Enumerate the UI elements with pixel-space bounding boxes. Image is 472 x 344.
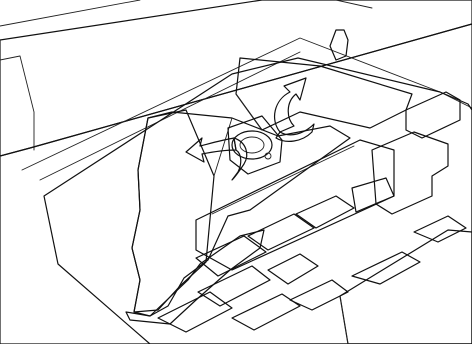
box-body bbox=[0, 24, 472, 344]
protective-bag bbox=[126, 58, 412, 324]
foam-insert bbox=[44, 58, 472, 344]
rotate-arrow-icon bbox=[186, 138, 247, 180]
box-lid-flap bbox=[0, 0, 472, 156]
lift-arrow-icon bbox=[275, 78, 314, 141]
